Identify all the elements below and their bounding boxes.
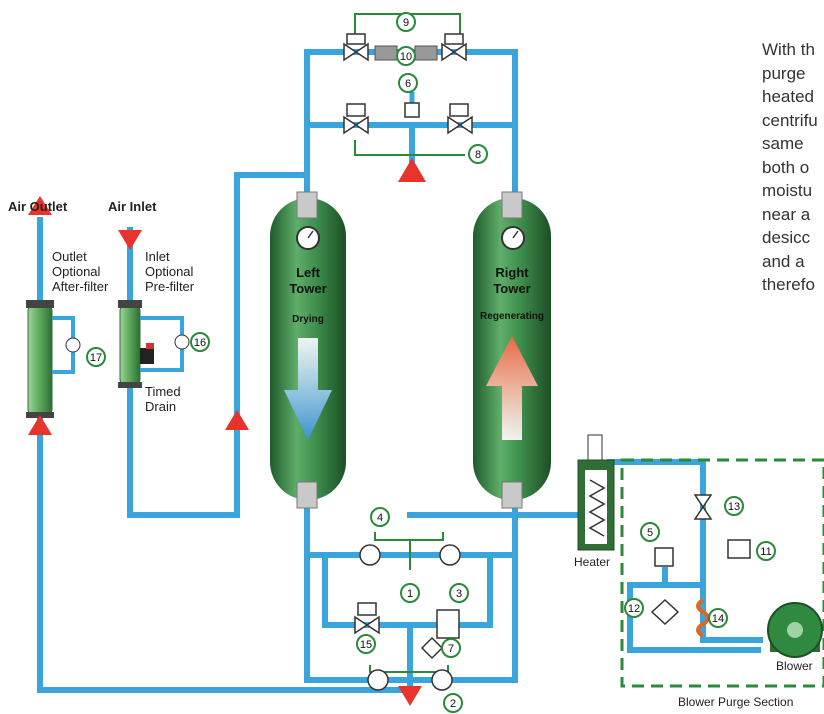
svg-text:14: 14 (712, 613, 724, 625)
blower-section-label: Blower Purge Section (678, 695, 794, 709)
svg-text:6: 6 (405, 78, 411, 90)
inlet-filter (118, 300, 142, 388)
svg-text:4: 4 (377, 512, 383, 524)
svg-text:17: 17 (90, 352, 102, 364)
svg-text:16: 16 (194, 337, 206, 349)
right-tower (473, 191, 551, 509)
blower-label: Blower (776, 659, 813, 673)
valves (343, 33, 751, 691)
svg-text:13: 13 (728, 501, 740, 513)
svg-text:1: 1 (407, 588, 413, 600)
heater-label: Heater (574, 555, 611, 569)
description-paragraph: With th purge heated centrifu same both … (762, 40, 818, 294)
svg-text:9: 9 (403, 17, 409, 29)
flow-arrows (28, 158, 426, 706)
left-tower-state: Drying (292, 314, 324, 325)
gauge-17-icon (65, 337, 81, 353)
inlet-filter-label: Inlet Optional Pre-filter (145, 249, 195, 294)
silencer-icon (374, 45, 438, 61)
callouts (86, 12, 776, 713)
svg-text:11: 11 (760, 546, 771, 558)
right-tower-label-2: Tower (493, 281, 530, 296)
svg-text:2: 2 (450, 698, 456, 710)
right-tower-label-1: Right (495, 265, 529, 280)
left-tower-label-1: Left (296, 265, 321, 280)
blower-icon (767, 602, 823, 658)
svg-text:10: 10 (400, 51, 412, 63)
outlet-filter (26, 300, 54, 418)
left-tower-label-2: Tower (289, 281, 326, 296)
air-outlet-label: Air Outlet (8, 199, 68, 214)
svg-text:8: 8 (475, 149, 481, 161)
timed-drain-icon (140, 343, 154, 364)
air-inlet-label: Air Inlet (108, 199, 157, 214)
svg-text:5: 5 (647, 527, 653, 539)
heater (577, 434, 615, 551)
timed-drain-label: Timed Drain (145, 384, 181, 414)
right-tower-state: Regenerating (480, 311, 544, 322)
pressure-gauge-icon (296, 226, 525, 250)
svg-text:7: 7 (448, 643, 454, 655)
svg-text:15: 15 (360, 639, 372, 651)
blower-purge-box (620, 458, 824, 688)
svg-text:3: 3 (456, 588, 462, 600)
gauge-16-icon (174, 334, 190, 350)
svg-text:12: 12 (628, 603, 640, 615)
outlet-filter-label: Outlet Optional After-filter (52, 249, 109, 294)
left-tower (270, 191, 346, 509)
callout-labels: 1 2 3 4 5 6 7 8 9 10 11 12 13 14 15 16 1… (90, 17, 772, 710)
